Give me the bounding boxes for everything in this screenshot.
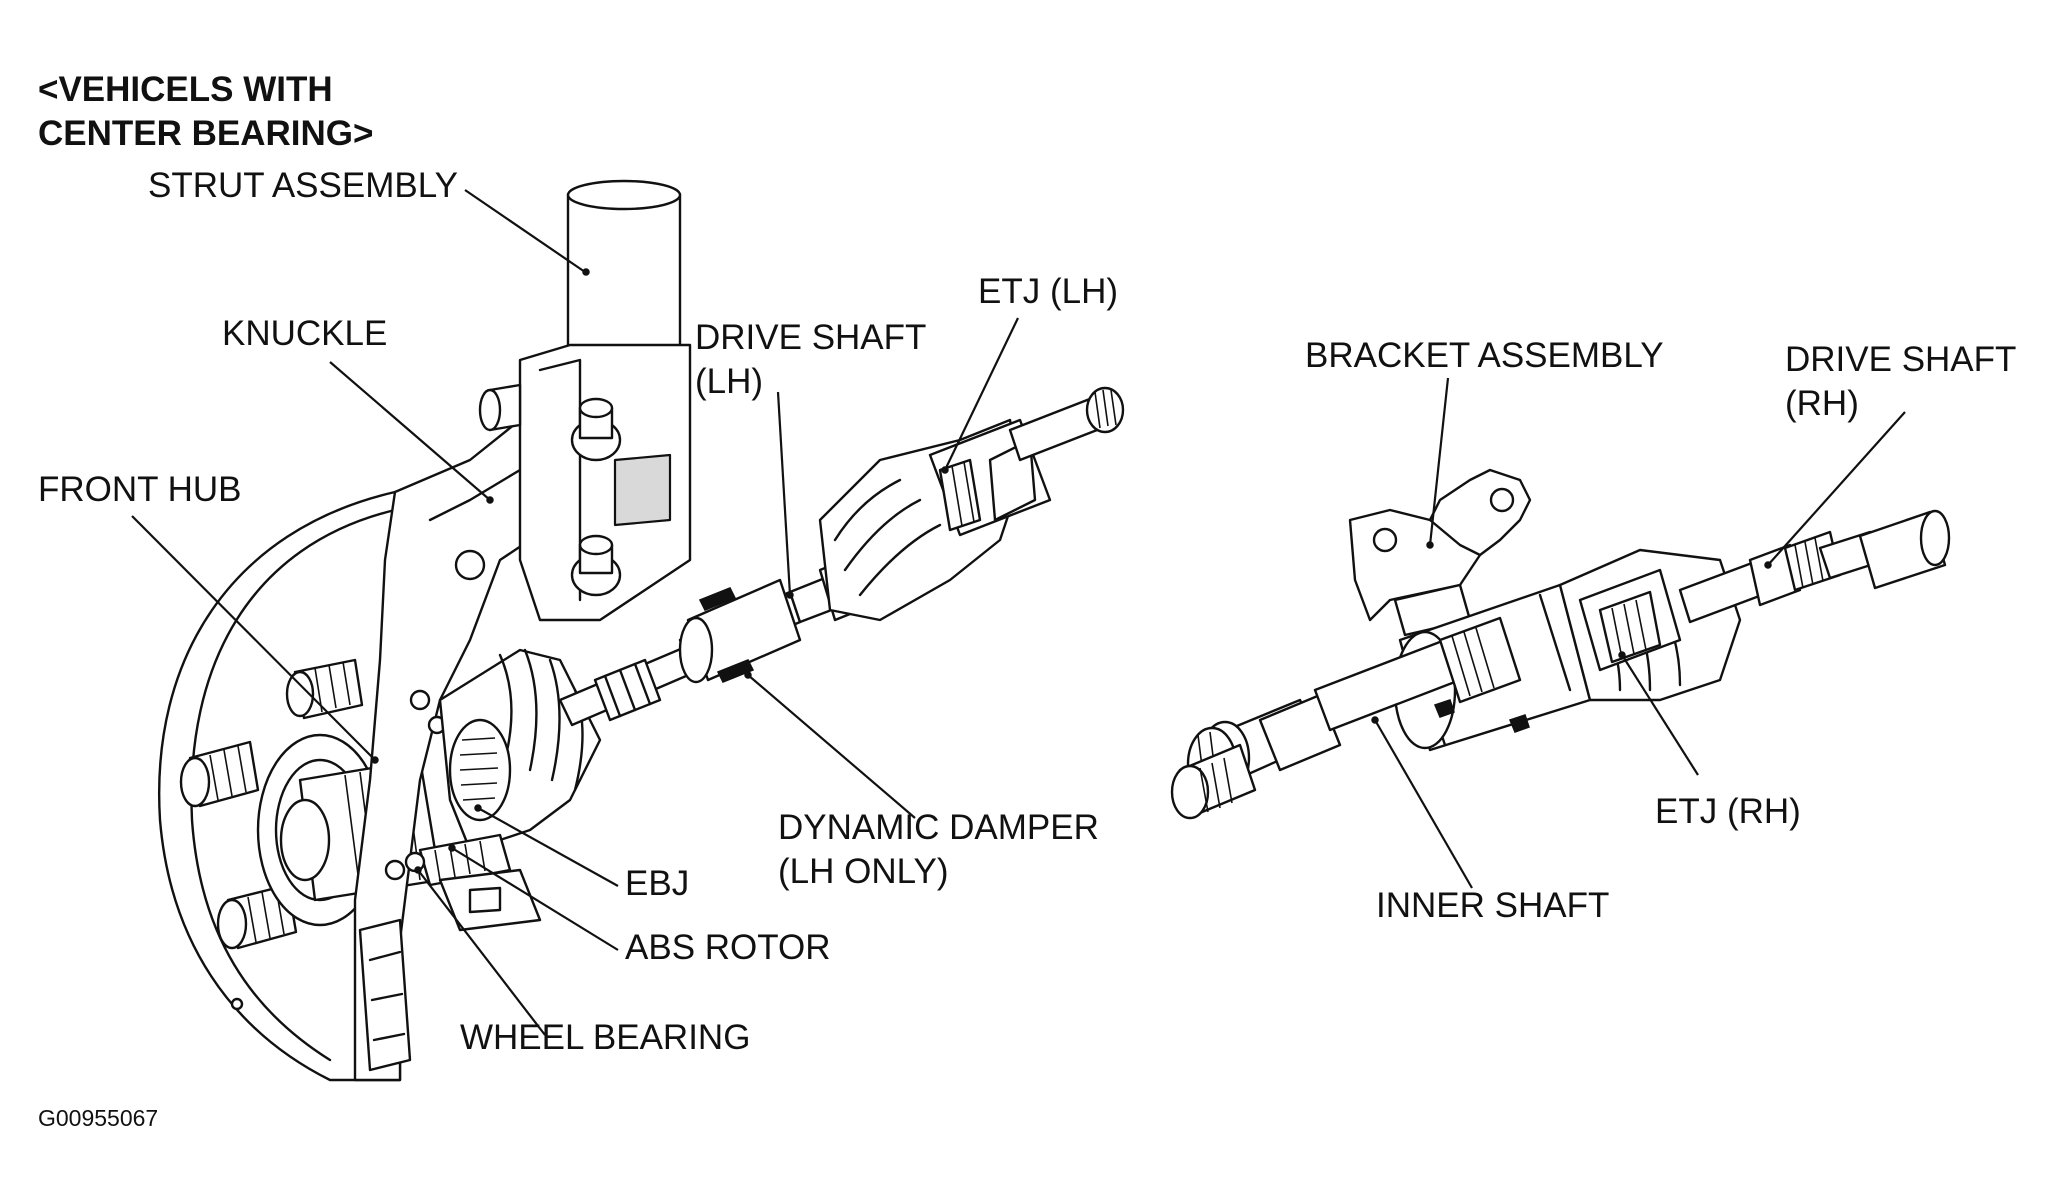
abs-rotor bbox=[384, 833, 542, 932]
leader-dynamic-damper bbox=[747, 674, 916, 819]
ebj-boot bbox=[438, 648, 602, 852]
label-inner-shaft: INNER SHAFT bbox=[1376, 886, 1610, 925]
leader-etj-lh bbox=[944, 317, 1019, 471]
etj-rh bbox=[1558, 548, 1742, 702]
dynamic-damper bbox=[678, 578, 802, 684]
leader-front-hub bbox=[131, 515, 376, 761]
label-etj-lh: ETJ (LH) bbox=[978, 272, 1118, 311]
label-drive-shaft-rh-line1: DRIVE SHAFT bbox=[1785, 340, 2017, 379]
heading-line-1: <VEHICELS WITH bbox=[38, 70, 333, 109]
leader-drive-shaft-rh bbox=[1767, 411, 1906, 566]
heading-line-2: CENTER BEARING> bbox=[38, 114, 374, 153]
label-knuckle: KNUCKLE bbox=[222, 314, 388, 353]
strut-assembly bbox=[478, 179, 692, 622]
label-dynamic-damper-line2: (LH ONLY) bbox=[778, 852, 949, 891]
leader-ebj bbox=[477, 807, 619, 887]
label-drive-shaft-lh-line2: (LH) bbox=[695, 362, 764, 401]
leader-inner-shaft bbox=[1374, 719, 1473, 889]
inner-shaft-end bbox=[1170, 743, 1257, 820]
wheel-studs bbox=[179, 658, 364, 950]
leader-lines bbox=[131, 189, 1906, 1036]
etj-lh bbox=[818, 386, 1125, 622]
inner-shaft bbox=[1186, 616, 1522, 802]
label-drive-shaft-lh-line1: DRIVE SHAFT bbox=[695, 318, 927, 357]
figure-id: G00955067 bbox=[38, 1105, 159, 1131]
leader-wheel-bearing bbox=[417, 869, 546, 1036]
leader-strut-assembly bbox=[464, 189, 586, 273]
leader-abs-rotor bbox=[451, 847, 619, 951]
leader-bracket-assembly bbox=[1428, 377, 1450, 546]
leader-drive-shaft-lh bbox=[776, 391, 792, 596]
label-bracket-assembly: BRACKET ASSEMBLY bbox=[1305, 336, 1664, 375]
drive-shaft-rh bbox=[1678, 509, 1951, 624]
label-ebj: EBJ bbox=[625, 864, 690, 903]
leader-knuckle bbox=[329, 361, 491, 501]
label-front-hub: FRONT HUB bbox=[38, 470, 242, 509]
leader-etj-rh bbox=[1621, 654, 1699, 776]
label-etj-rh: ETJ (RH) bbox=[1655, 792, 1801, 831]
label-dynamic-damper-line1: DYNAMIC DAMPER bbox=[778, 808, 1099, 847]
label-strut-assembly: STRUT ASSEMBLY bbox=[148, 166, 458, 205]
label-drive-shaft-rh-line2: (RH) bbox=[1785, 384, 1859, 423]
label-wheel-bearing: WHEEL BEARING bbox=[460, 1018, 751, 1057]
label-abs-rotor: ABS ROTOR bbox=[625, 928, 831, 967]
